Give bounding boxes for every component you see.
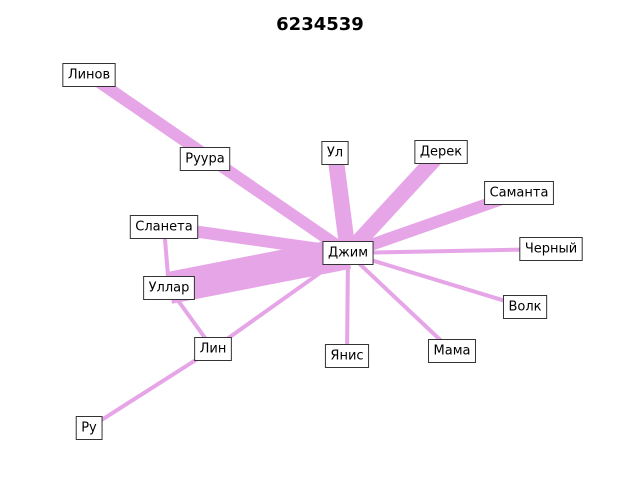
node-samanta: Саманта bbox=[484, 181, 554, 205]
node-label: Сланета bbox=[135, 220, 192, 235]
node-box bbox=[143, 276, 195, 300]
node-label: Ул bbox=[327, 146, 343, 161]
node-ru: Ру bbox=[75, 416, 103, 440]
node-mama: Мама bbox=[428, 339, 476, 363]
node-ruura: Руура bbox=[179, 147, 231, 171]
edge-derek-dzhim bbox=[342, 146, 447, 259]
node-volk: Волк bbox=[502, 295, 548, 319]
node-box bbox=[324, 344, 370, 368]
node-label: Лин bbox=[200, 342, 227, 357]
node-label: Саманта bbox=[490, 186, 549, 201]
node-box bbox=[194, 337, 232, 361]
node-derek: Дерек bbox=[414, 140, 468, 164]
node-label: Волк bbox=[508, 300, 541, 315]
node-dzhim: Джим bbox=[322, 241, 374, 265]
node-ullar: Уллар bbox=[143, 276, 195, 300]
node-box bbox=[414, 140, 468, 164]
node-box bbox=[428, 339, 476, 363]
node-cherny: Черный bbox=[519, 237, 583, 261]
node-box bbox=[129, 215, 199, 239]
node-label: Уллар bbox=[149, 281, 190, 296]
edges-layer bbox=[85, 70, 552, 430]
edge-volk-dzhim bbox=[347, 251, 526, 309]
node-slaneta: Сланета bbox=[129, 215, 199, 239]
node-box bbox=[484, 181, 554, 205]
node-label: Янис bbox=[330, 349, 363, 364]
edge-lin-dzhim bbox=[211, 251, 350, 351]
node-box bbox=[519, 237, 583, 261]
edge-mama-dzhim bbox=[346, 251, 454, 353]
node-label: Мама bbox=[434, 344, 471, 359]
node-box bbox=[179, 147, 231, 171]
edge-ullar-dzhim bbox=[165, 237, 352, 304]
node-label: Линов bbox=[68, 68, 110, 83]
node-box bbox=[321, 141, 349, 165]
node-box bbox=[502, 295, 548, 319]
node-label: Руура bbox=[185, 152, 224, 167]
node-box bbox=[62, 63, 116, 87]
node-linov: Линов bbox=[62, 63, 116, 87]
node-label: Черный bbox=[525, 242, 577, 257]
node-label: Джим bbox=[328, 246, 368, 261]
edge-cherny-dzhim bbox=[347, 247, 552, 255]
node-label: Ру bbox=[81, 421, 97, 436]
node-box bbox=[75, 416, 103, 440]
node-box bbox=[322, 241, 374, 265]
graph-title: 6234539 bbox=[276, 14, 364, 35]
node-yanis: Янис bbox=[324, 344, 370, 368]
node-lin: Лин bbox=[194, 337, 232, 361]
node-label: Дерек bbox=[420, 145, 462, 160]
node-ul: Ул bbox=[321, 141, 349, 165]
edge-ul-dzhim bbox=[327, 151, 356, 255]
edge-yanis-dzhim bbox=[345, 252, 350, 357]
edge-lin-ru bbox=[87, 347, 215, 430]
